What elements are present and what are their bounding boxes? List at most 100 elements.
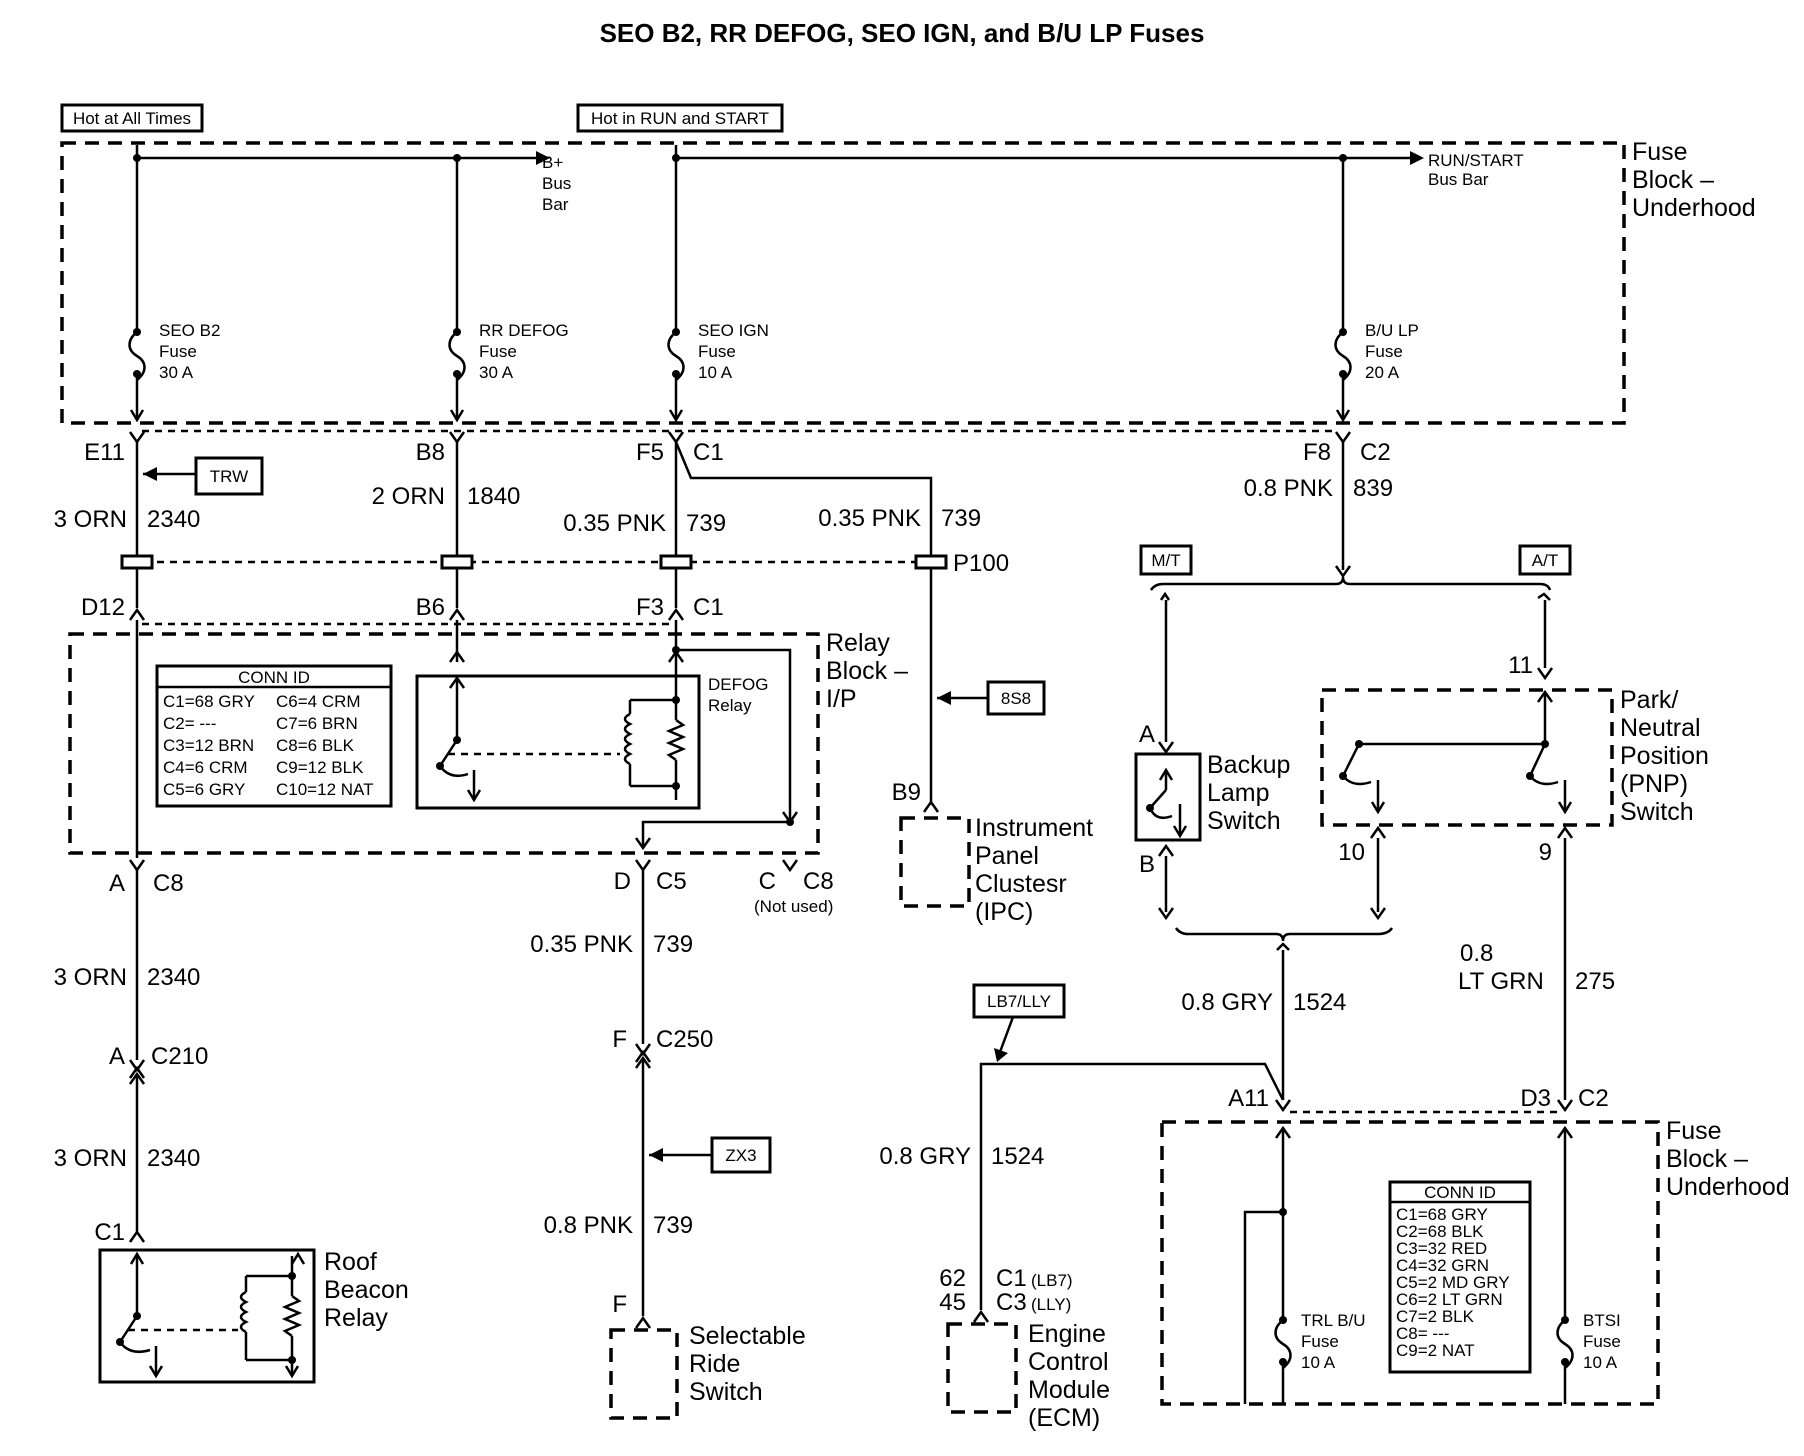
bu-lp-fuse-rating: 20 A [1365, 363, 1400, 382]
option-bracket-top [1149, 576, 1552, 591]
selectable-ride-switch: F Selectable Ride Switch [609, 1291, 806, 1420]
seo-b2-fuse-name: SEO B2 [159, 321, 220, 340]
pin-a-c210: A [109, 1043, 125, 1070]
ecm-label-4: (ECM) [1028, 1404, 1100, 1432]
pnp-label-5: Switch [1620, 798, 1694, 826]
tag-hot-in-run-and-start-label: Hot in RUN and START [591, 109, 769, 128]
fuse-block-bottom-label-line-3: Underhood [1666, 1173, 1790, 1201]
pin-a-bls: A [1139, 721, 1155, 748]
pin-p100: P100 [953, 550, 1009, 577]
pin-b9: B9 [892, 779, 921, 806]
backup-lamp-switch: A Backup Lamp Switch B [1134, 591, 1290, 921]
inline-connector-1840 [440, 554, 474, 570]
trl-bu-fuse: TRL B/U Fuse 10 A [1243, 1125, 1366, 1404]
ecm-label-1: Engine [1028, 1320, 1106, 1348]
wire-2340-upper-size: 3 ORN [54, 506, 127, 533]
tag-hot-at-all-times-label: Hot at All Times [73, 109, 191, 128]
relay-conn-right-4: C9=12 BLK [276, 758, 364, 777]
not-used-note: (Not used) [754, 897, 833, 916]
fuse-conn-item-7: C7=2 BLK [1396, 1307, 1475, 1326]
wire-739-ride-lower-number: 739 [653, 1212, 693, 1239]
connector-d-c5: D C5 [614, 859, 687, 895]
inline-connector-739 [659, 554, 693, 570]
trl-bu-fuse-rating: 10 A [1301, 1353, 1336, 1372]
seo-b2-fuse-word: Fuse [159, 342, 197, 361]
pin-b8: B8 [416, 439, 445, 466]
relay-conn-left-5: C5=6 GRY [163, 780, 245, 799]
pin-f8: F8 [1303, 439, 1331, 466]
pin-9: 9 [1539, 839, 1552, 866]
wire-2340-lower-b: 3 ORN 2340 [54, 1074, 200, 1232]
pin-e11: E11 [84, 439, 125, 466]
relay-block-label-line-2: Block – [826, 657, 908, 685]
ride-switch-label-1: Selectable [689, 1322, 806, 1350]
fuse-block-bottom-label-line-1: Fuse [1666, 1117, 1722, 1145]
pin-a-c8: A [109, 870, 125, 897]
option-tag-at: A/T [1518, 544, 1572, 576]
pin-c-c8: C [759, 868, 776, 895]
fuse-block-underhood-top-outline [60, 141, 1626, 425]
connector-f-c250: F C250 [612, 1026, 713, 1069]
fuse-conn-item-2: C2=68 BLK [1396, 1222, 1484, 1241]
ipc-label-4: (IPC) [975, 898, 1033, 926]
fuse-conn-item-4: C4=32 GRN [1396, 1256, 1489, 1275]
pin-d12: D12 [81, 594, 125, 621]
ipc-label-3: Clustesr [975, 870, 1067, 898]
relay-conn-left-2: C2= --- [163, 714, 216, 733]
defog-relay: DEFOG Relay [415, 620, 768, 810]
relay-block-label-line-1: Relay [826, 629, 890, 657]
pin-b6: B6 [416, 594, 445, 621]
relay-conn-right-1: C6=4 CRM [276, 692, 361, 711]
relay-block-label-line-3: I/P [826, 685, 857, 713]
tag-mt-label: M/T [1151, 551, 1180, 570]
relay-conn-left-3: C3=12 BRN [163, 736, 254, 755]
pnp-label-1: Park/ [1620, 686, 1678, 714]
inline-connector-2340 [120, 554, 154, 570]
fuse-conn-item-5: C5=2 MD GRY [1396, 1273, 1510, 1292]
wire-2340-lower-a: 3 ORN 2340 [54, 870, 200, 1060]
fuse-conn-item-3: C3=32 RED [1396, 1239, 1487, 1258]
wire-2340-low-size: 3 ORN [54, 1145, 127, 1172]
ipc-label-2: Panel [975, 842, 1039, 870]
roof-beacon-relay: C1 Roof Beacon Relay [94, 1219, 409, 1384]
park-neutral-position-switch: 11 Park/ Neutral Position (PNP) Switch 1… [1320, 592, 1709, 921]
option-tag-lb7-lly: LB7/LLY [972, 983, 1066, 1062]
tag-hot-at-all-times: Hot at All Times [60, 103, 204, 133]
pin-45: 45 [939, 1289, 966, 1316]
wire-739-relay-feed: 0.35 PNK 739 [563, 442, 726, 608]
wire-1524-ecm-number: 1524 [991, 1143, 1044, 1170]
fuse-conn-id-title: CONN ID [1424, 1183, 1496, 1202]
option-tag-zx3: ZX3 [649, 1136, 772, 1174]
wire-275-lt-grn: 0.8 LT GRN 275 [1458, 838, 1615, 1100]
option-tag-mt: M/T [1139, 544, 1193, 576]
relay-conn-right-2: C7=6 BRN [276, 714, 358, 733]
relay-conn-left-4: C4=6 CRM [163, 758, 248, 777]
wire-739-ride-lower-size: 0.8 PNK [544, 1212, 633, 1239]
tag-lb7-lly-label: LB7/LLY [987, 992, 1051, 1011]
seo-ign-fuse-word: Fuse [698, 342, 736, 361]
wire-1840-size: 2 ORN [372, 483, 445, 510]
wire-2340-mid-size: 3 ORN [54, 964, 127, 991]
backup-lamp-label-2: Lamp [1207, 779, 1270, 807]
pin-a11: A11 [1228, 1085, 1269, 1112]
relay-block-ip-label: Relay Block – I/P [826, 629, 908, 713]
rr-defog-fuse-word: Fuse [479, 342, 517, 361]
wire-739-ipc-number: 739 [941, 505, 981, 532]
fuse-block-underhood-bottom-label: Fuse Block – Underhood [1666, 1117, 1790, 1201]
wire-839: 0.8 PNK 839 [1244, 442, 1393, 579]
run-start-label-2: Bus Bar [1428, 170, 1489, 189]
b-plus-label-3: Bar [542, 195, 569, 214]
roof-beacon-label-3: Relay [324, 1304, 388, 1332]
tag-8s8-label: 8S8 [1001, 689, 1031, 708]
pin-c8-b: C8 [803, 868, 834, 895]
wire-1524-right-size: 0.8 GRY [1181, 989, 1273, 1016]
pin-c1-f5: C1 [693, 439, 724, 466]
connector-e11: E11 [84, 431, 146, 466]
relay-conn-id-title: CONN ID [238, 668, 310, 687]
pin-f5: F5 [636, 439, 664, 466]
pnp-label-2: Neutral [1620, 714, 1701, 742]
fuse-conn-item-1: C1=68 GRY [1396, 1205, 1488, 1224]
fuse-block-bottom-label-line-2: Block – [1666, 1145, 1748, 1173]
relay-internal-routing [634, 648, 799, 851]
tag-at-label: A/T [1532, 551, 1558, 570]
